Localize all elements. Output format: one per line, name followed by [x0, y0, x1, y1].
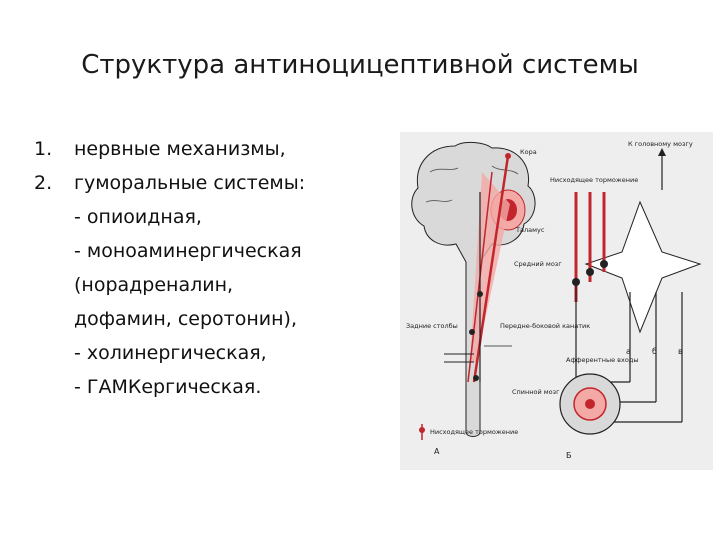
list-text: гуморальные системы: [74, 172, 305, 194]
label-panel-a: А [434, 447, 440, 456]
label-afferent: Афферентные входы [566, 356, 638, 364]
dorsal-ganglion-core [585, 399, 595, 409]
sub-item-monoamine: - моноаминергическая [34, 234, 394, 268]
label-descending-legend: Нисходящее торможение [430, 428, 518, 436]
sub-item-gaba: - ГАМКергическая. [34, 370, 394, 404]
spinal-node [473, 375, 479, 381]
synapse-2 [586, 268, 594, 276]
label-midbrain: Средний мозг [514, 260, 562, 268]
sub-item-cholinergic: - холинергическая, [34, 336, 394, 370]
label-input-b: б [652, 347, 657, 356]
list-number: 1. [34, 132, 74, 166]
legend-descending-marker [419, 427, 425, 433]
bullet-list: 1.нервные механизмы, 2.гуморальные систе… [34, 132, 394, 404]
figure-svg: Кора Таламус Средний мозг Задние столбы … [400, 132, 713, 470]
antinociceptive-figure: Кора Таламус Средний мозг Задние столбы … [400, 132, 713, 470]
list-text: нервные механизмы, [74, 138, 286, 160]
midbrain-node [477, 291, 483, 297]
sub-item-dopamine-serotonin: дофамин, серотонин), [34, 302, 394, 336]
label-anterolateral: Передне-боковой канатик [500, 322, 590, 330]
sub-item-opioid: - опиоидная, [34, 200, 394, 234]
label-input-a: а [626, 347, 631, 356]
synapse-3 [600, 260, 608, 268]
slide-title: Структура антиноцицептивной системы [0, 50, 720, 80]
sub-item-noradrenaline: (норадреналин, [34, 268, 394, 302]
cortex-node [505, 153, 511, 159]
list-item: 2.гуморальные системы: [34, 166, 394, 200]
label-spinal-cord: Спинной мозг [512, 388, 560, 396]
medulla-node [469, 329, 475, 335]
list-number: 2. [34, 166, 74, 200]
label-panel-b: Б [566, 451, 572, 460]
label-input-c: в [678, 347, 683, 356]
label-thalamus: Таламус [515, 226, 545, 234]
label-descending-inhibition: Нисходящее торможение [550, 176, 638, 184]
list-item: 1.нервные механизмы, [34, 132, 394, 166]
label-to-brain: К головному мозгу [628, 140, 693, 148]
label-dorsal-columns: Задние столбы [406, 322, 458, 330]
label-cortex: Кора [520, 148, 537, 156]
